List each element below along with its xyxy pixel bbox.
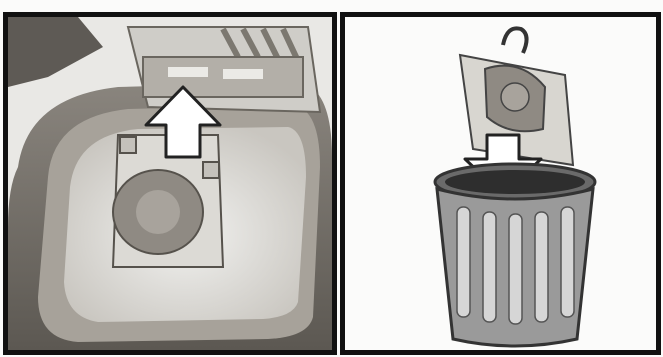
lid-slot-2 — [223, 69, 263, 79]
bag-tab-right — [203, 162, 219, 178]
vacuum-illustration — [8, 17, 332, 350]
disposal-illustration — [345, 17, 656, 350]
trash-bin-icon — [435, 164, 595, 346]
panel-dispose-bag — [340, 12, 661, 355]
bag-tab-left — [120, 137, 136, 153]
lid-slot-1 — [168, 67, 208, 77]
panel-remove-bag — [3, 12, 337, 355]
dust-bag-opening — [136, 190, 180, 234]
